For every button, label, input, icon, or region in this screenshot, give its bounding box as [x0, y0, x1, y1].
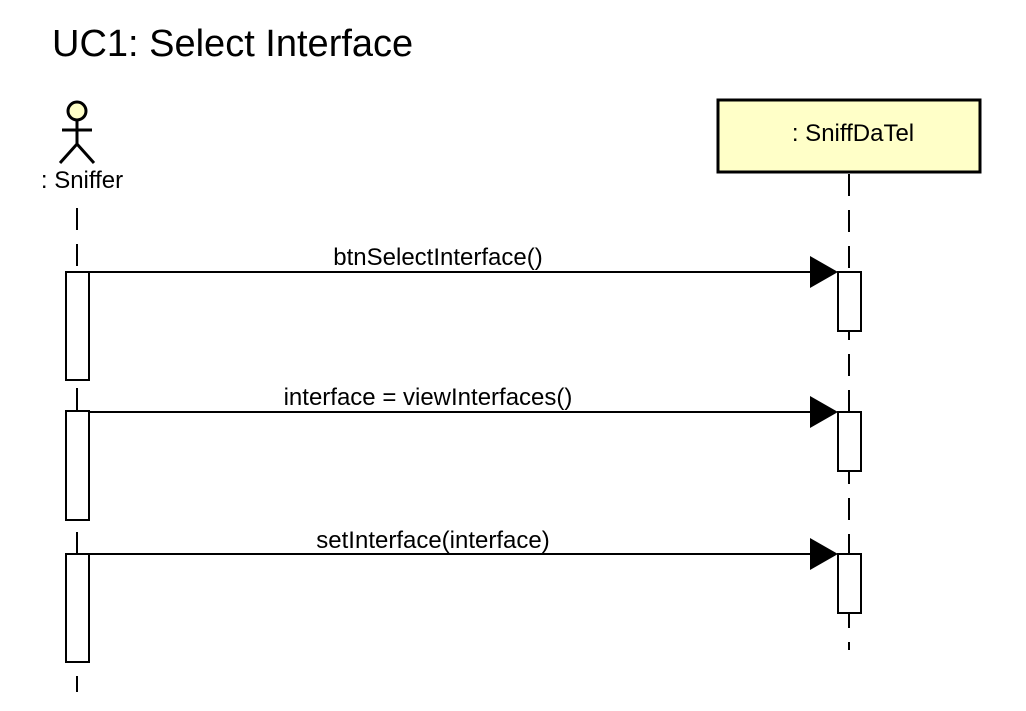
diagram-title: UC1: Select Interface: [52, 23, 413, 65]
object-activation-3: [837, 553, 862, 614]
actor-sniffer: [58, 100, 96, 165]
object-activation-1: [837, 271, 862, 332]
message-1: btnSelectInterface(): [65, 244, 862, 381]
actor-head: [66, 100, 88, 122]
object-activation-2: [837, 411, 862, 472]
object-box: [716, 98, 982, 174]
actor-activation-1: [65, 271, 90, 381]
message-label-2: interface = viewInterfaces(): [284, 384, 573, 411]
actor-activation-3: [65, 553, 90, 663]
actor-label: : Sniffer: [41, 167, 123, 194]
actor-activation-2: [65, 410, 90, 521]
message-label-3: setInterface(interface): [316, 527, 549, 554]
message-arrowhead-3: [810, 538, 838, 570]
actor-leg-left: [58, 142, 79, 165]
actor-leg-right: [75, 142, 96, 165]
message-label-1: btnSelectInterface(): [333, 244, 542, 271]
message-arrowhead-1: [810, 256, 838, 288]
message-arrowhead-2: [810, 396, 838, 428]
message-3: setInterface(interface): [65, 527, 862, 663]
message-2: interface = viewInterfaces(): [65, 384, 862, 521]
object-label: : SniffDaTel: [792, 120, 914, 147]
